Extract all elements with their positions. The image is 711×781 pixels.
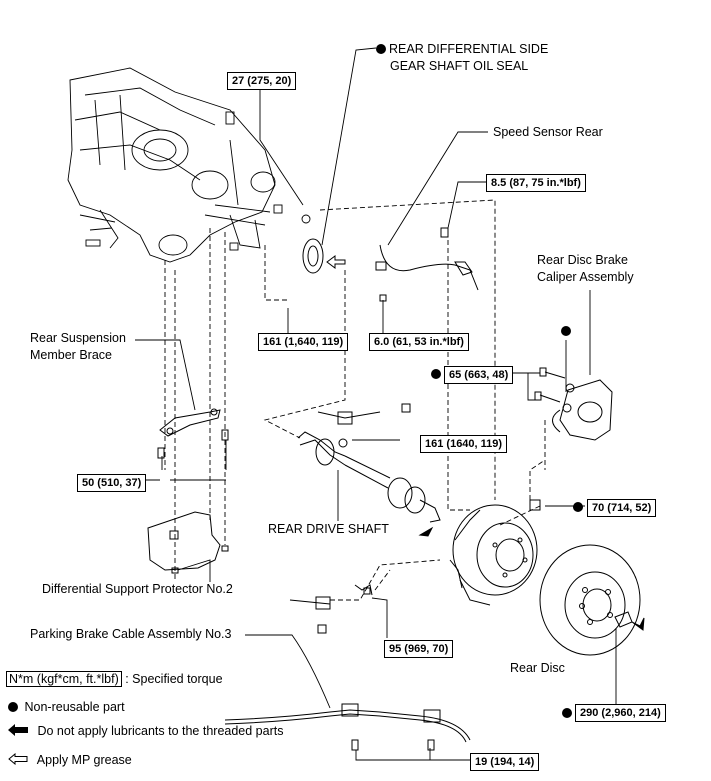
legend-nonreusable-text: Non-reusable part (24, 700, 125, 714)
torque-290: 290 (2,960, 214) (575, 704, 666, 722)
nonreusable-dot-70 (573, 502, 583, 512)
torque-65: 65 (663, 48) (444, 366, 514, 384)
caliper-label-line1: Rear Disc Brake (537, 253, 628, 267)
brace-label-line1: Rear Suspension (30, 331, 126, 345)
caliper-drawing (534, 367, 613, 441)
legend-specified-torque: N*m (kgf*cm, ft.*lbf) : Specified torque (6, 671, 223, 687)
legend-mp-grease: Apply MP grease (8, 752, 132, 768)
drive-shaft-label: REAR DRIVE SHAFT (268, 522, 389, 536)
outline-arrow-left-icon (8, 752, 28, 766)
nonreusable-dot-65 (431, 369, 441, 379)
rear-disc-label: Rear Disc (510, 661, 565, 675)
parking-cable-label: Parking Brake Cable Assembly No.3 (30, 627, 232, 641)
legend-spec-text: : Specified torque (125, 672, 223, 686)
brace-label-line2: Member Brace (30, 348, 112, 362)
leader-lines (135, 47, 617, 761)
member-brace-drawing (157, 408, 229, 459)
legend-spec-unit: N*m (kgf*cm, ft.*lbf) (6, 671, 122, 687)
speed-sensor-drawing (375, 227, 479, 302)
solid-arrow-left-icon (8, 724, 28, 736)
oil-seal-label: REAR DIFFERENTIAL SIDE (376, 41, 548, 57)
oil-seal-drawing (302, 238, 346, 274)
protector-label: Differential Support Protector No.2 (42, 582, 233, 596)
torque-8-5: 8.5 (87, 75 in.*lbf) (486, 174, 586, 192)
torque-70: 70 (714, 52) (587, 499, 657, 517)
knuckle-hub-drawing (449, 499, 541, 606)
nonreusable-dot-290 (562, 708, 572, 718)
legend-no-lubricant-text: Do not apply lubricants to the threaded … (37, 724, 284, 738)
speed-sensor-label: Speed Sensor Rear (493, 125, 603, 139)
differential-assembly-drawing (67, 67, 311, 263)
parking-cable-drawing (224, 584, 471, 751)
rear-disc-drawing (539, 544, 645, 656)
oil-seal-label-line2: GEAR SHAFT OIL SEAL (390, 59, 529, 73)
drive-shaft-drawing (297, 403, 441, 537)
torque-95: 95 (969, 70) (384, 640, 454, 658)
torque-161-b: 161 (1640, 119) (420, 435, 508, 453)
nonreusable-icon (8, 702, 18, 712)
torque-27: 27 (275, 20) (227, 72, 297, 90)
legend-nonreusable: Non-reusable part (8, 699, 125, 715)
nonreusable-dot-caliper-bolt (561, 326, 571, 336)
legend-mp-grease-text: Apply MP grease (36, 753, 132, 767)
protector-drawing (147, 511, 229, 574)
caliper-label-line2: Caliper Assembly (537, 270, 634, 284)
torque-50: 50 (510, 37) (77, 474, 147, 492)
torque-19: 19 (194, 14) (470, 753, 540, 771)
torque-161-a: 161 (1,640, 119) (258, 333, 349, 351)
nonreusable-dot (376, 44, 386, 54)
torque-6-0: 6.0 (61, 53 in.*lbf) (369, 333, 469, 351)
torque-65-text: 65 (663, 48) (449, 369, 509, 381)
dashed-alignment-lines (164, 199, 546, 601)
legend-no-lubricant: Do not apply lubricants to the threaded … (8, 723, 283, 739)
